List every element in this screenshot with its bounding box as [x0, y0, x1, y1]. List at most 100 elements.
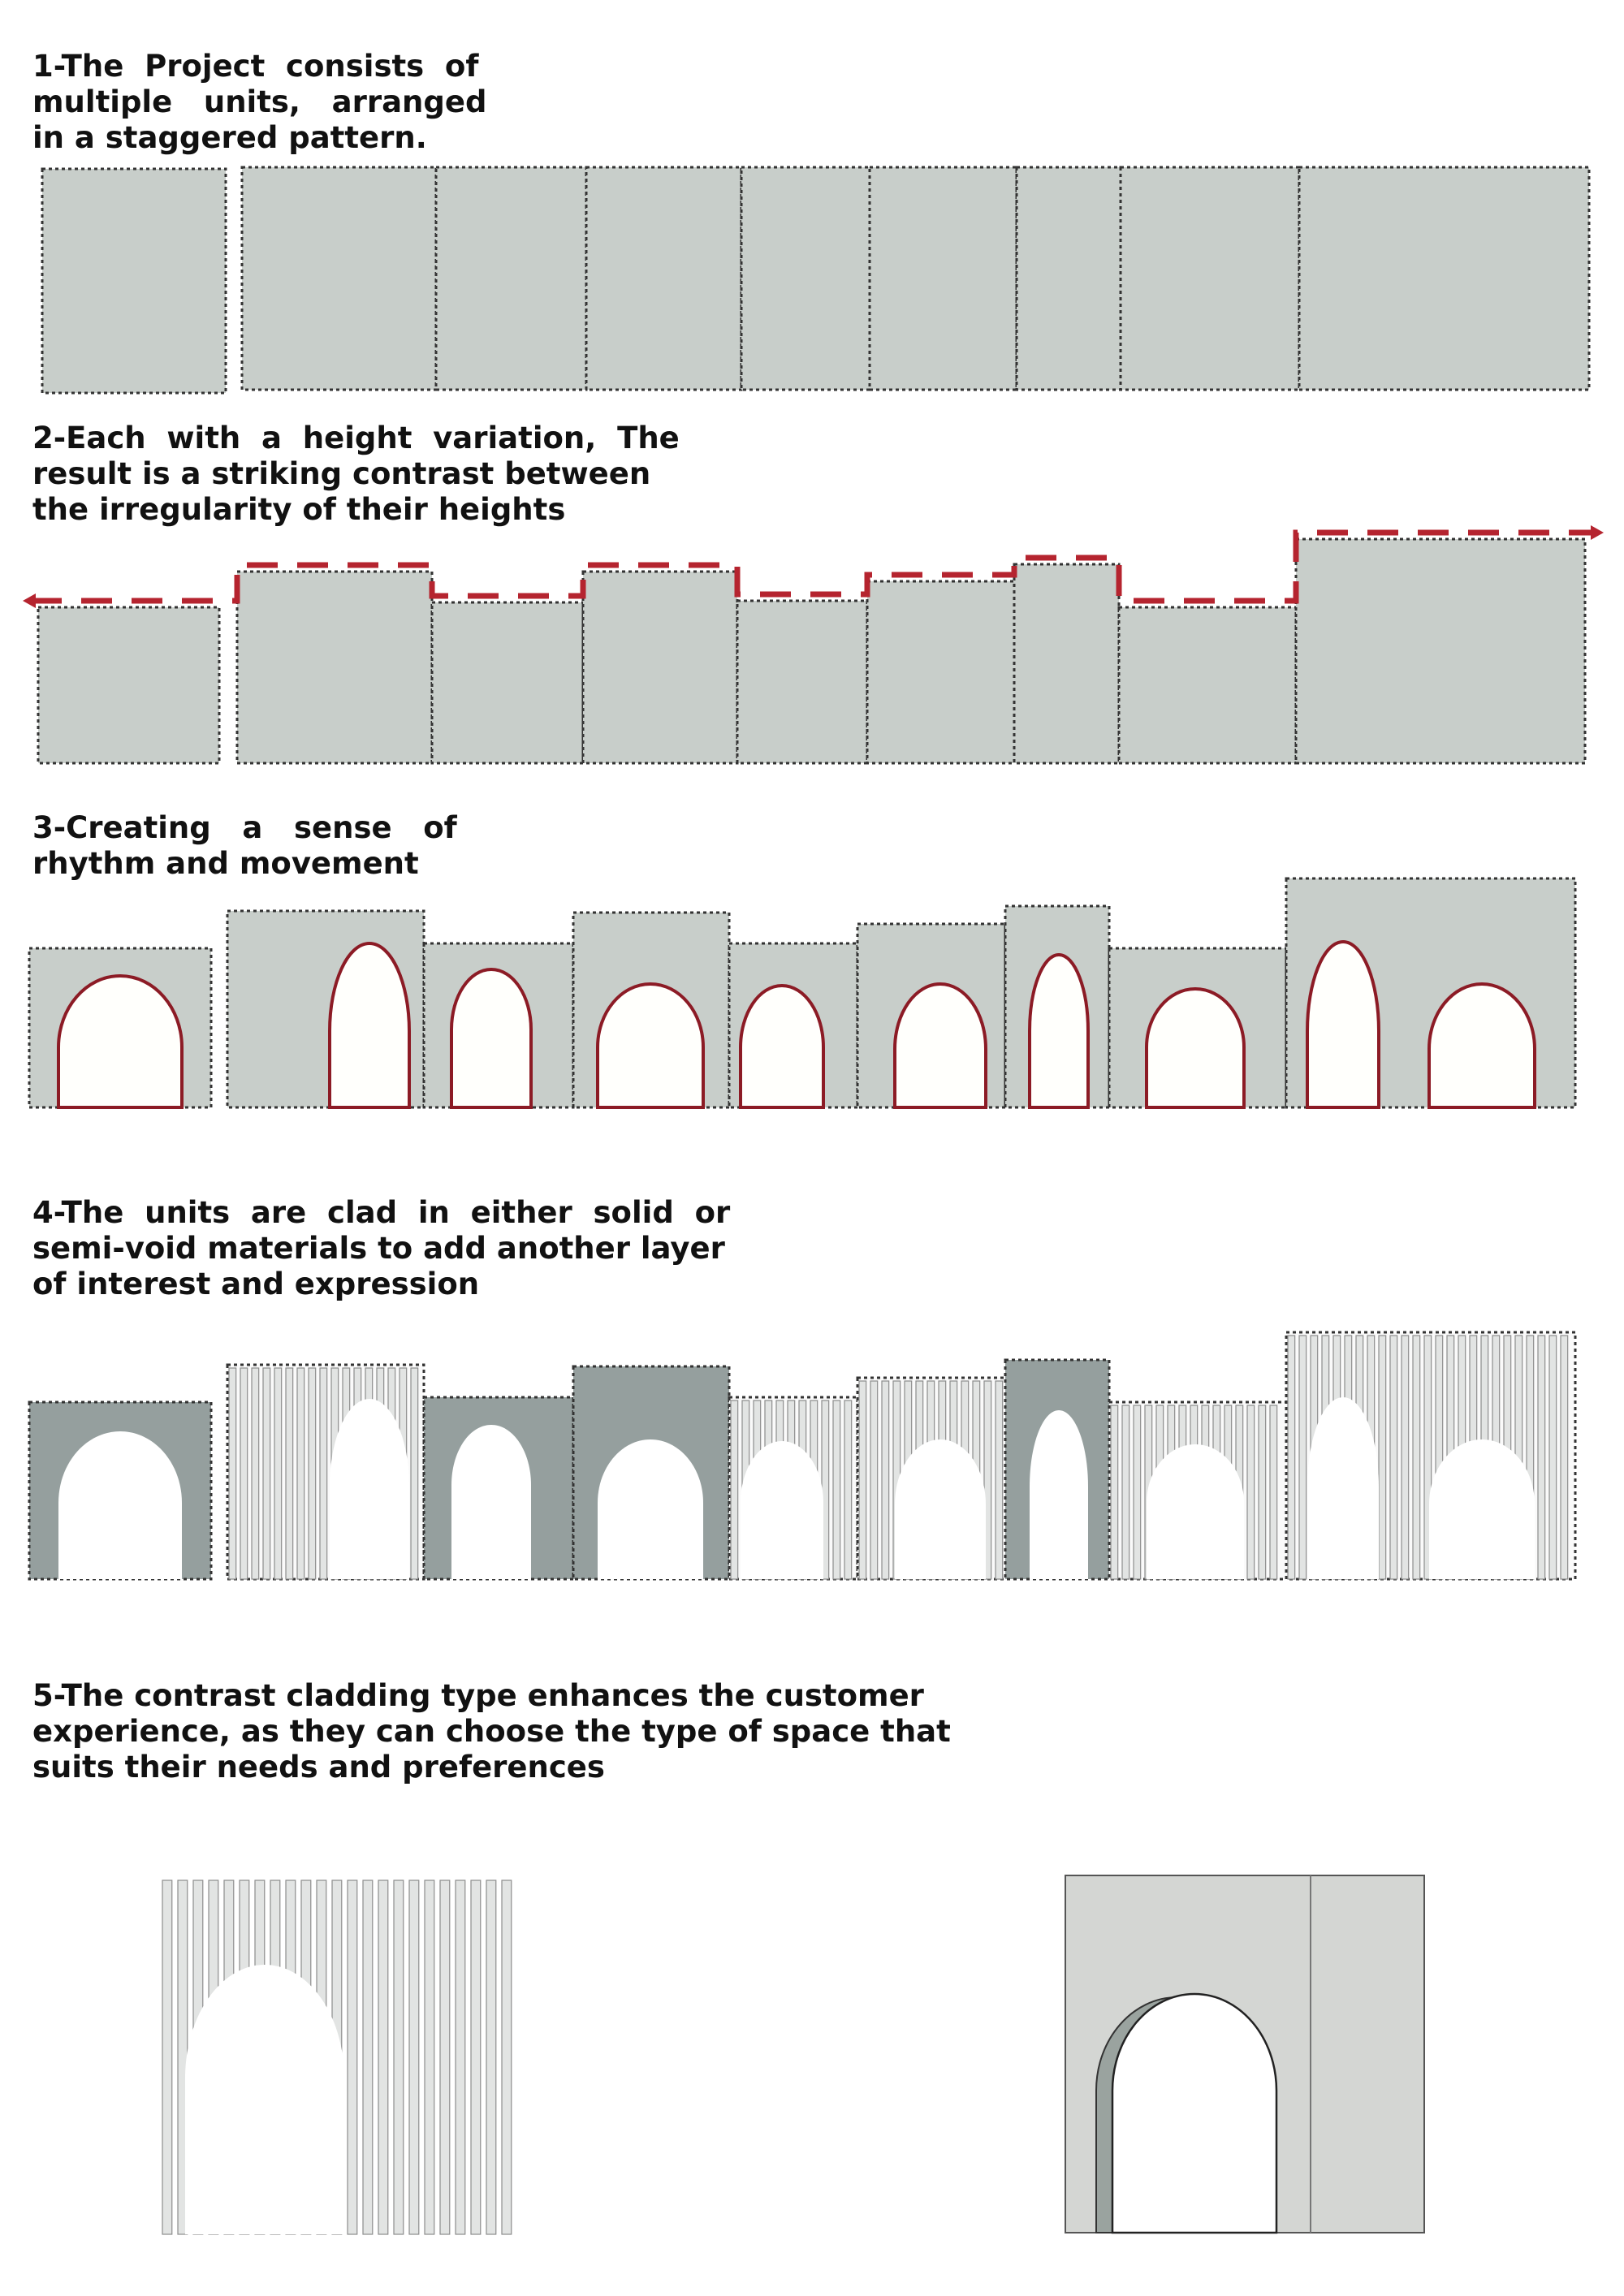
caption-line: experience, as they can choose the type …	[32, 1714, 951, 1749]
semi-void-clad-unit	[1108, 1400, 1288, 1581]
unit-box	[430, 601, 585, 765]
unit-box	[41, 167, 227, 395]
solid-clad-unit	[1004, 1358, 1111, 1581]
cladding-slat	[240, 1367, 248, 1580]
arch-opening	[1111, 1992, 1278, 2234]
unit-box	[1298, 166, 1591, 391]
unit-box	[240, 166, 438, 391]
cladding-slat	[1287, 1335, 1296, 1580]
unit-box	[1119, 166, 1301, 391]
cladding-slat	[730, 1400, 739, 1580]
cladding-slat	[1378, 1335, 1387, 1580]
arch-opening	[1427, 982, 1536, 1109]
unit-box	[1117, 606, 1298, 765]
cladding-slat	[844, 1400, 853, 1580]
caption-line: 4-The units are clad in either solid or	[32, 1195, 731, 1230]
cladding-slat	[1401, 1335, 1410, 1580]
arch-opening	[330, 1399, 409, 1579]
unit-box	[736, 599, 869, 765]
arched-unit	[572, 911, 731, 1109]
caption-line: the irregularity of their heights	[32, 492, 566, 527]
arch-opening	[1028, 952, 1090, 1109]
cladding-slat	[162, 1880, 173, 2235]
cladding-slat	[1246, 1405, 1255, 1580]
solid-unit-example	[1065, 1875, 1425, 2234]
solid-clad-unit	[28, 1400, 213, 1581]
arch-opening	[451, 1425, 531, 1579]
arch-opening	[1306, 939, 1380, 1109]
arch-opening	[739, 983, 825, 1109]
cladding-slat	[870, 1380, 879, 1580]
arrow-left-icon	[23, 593, 36, 608]
step-5-unit-examples	[162, 1875, 1425, 2235]
caption-line: 3-Creating a sense of	[32, 810, 457, 845]
cladding-slat	[1537, 1335, 1546, 1580]
arch-opening	[1429, 1439, 1535, 1579]
cladding-slat	[410, 1367, 419, 1580]
caption-line: 2-Each with a height variation, The	[32, 421, 680, 455]
arched-unit	[28, 947, 213, 1109]
unit-box	[740, 166, 871, 391]
cladding-slat	[347, 1880, 358, 2235]
arch-opening	[895, 1439, 986, 1579]
unit-box	[235, 570, 434, 765]
cladding-slat	[1389, 1335, 1398, 1580]
cladding-slat	[470, 1880, 482, 2235]
arch-opening	[1147, 1444, 1244, 1579]
unit-box	[1015, 166, 1122, 391]
arch-opening	[450, 967, 533, 1109]
arched-unit	[422, 942, 575, 1109]
arched-unit	[226, 909, 425, 1109]
cladding-slat	[455, 1880, 466, 2235]
caption-line: 5-The contrast cladding type enhances th…	[32, 1678, 924, 1713]
cladding-slat	[262, 1367, 271, 1580]
cladding-slat	[881, 1380, 890, 1580]
unit-box	[866, 580, 1016, 765]
arch-opening	[185, 1965, 344, 2234]
cladding-slat	[296, 1367, 305, 1580]
unit-box	[868, 166, 1018, 391]
step-4-cladding	[28, 1331, 1577, 1581]
cladding-slat	[1110, 1405, 1119, 1580]
cladding-slat	[1560, 1335, 1569, 1580]
semi-void-clad-unit	[226, 1363, 425, 1581]
arch-opening	[57, 973, 184, 1109]
step-4-caption: 4-The units are clad in either solid or …	[32, 1195, 730, 1302]
caption-line: 1-The Project consists of	[32, 49, 479, 84]
cladding-slat	[378, 1880, 389, 2235]
unit-box	[1013, 563, 1121, 765]
arched-unit	[1285, 877, 1577, 1109]
semi-void-clad-unit	[856, 1376, 1007, 1581]
cladding-slat	[1133, 1405, 1142, 1580]
semi-void-clad-unit	[728, 1396, 859, 1581]
caption-line: multiple units, arranged	[32, 84, 487, 119]
caption-line: suits their needs and preferences	[32, 1750, 605, 1785]
cladding-slat	[1121, 1405, 1130, 1580]
arch-opening	[598, 1439, 703, 1579]
unit-box	[585, 166, 743, 391]
step-3-arches-rhythm	[28, 877, 1577, 1109]
cladding-slat	[1548, 1335, 1557, 1580]
cladding-slat	[408, 1880, 420, 2235]
arch-opening	[596, 982, 705, 1109]
unit-box	[37, 606, 221, 765]
cladding-slat	[501, 1880, 512, 2235]
cladding-slat	[251, 1367, 260, 1580]
cladding-slat	[362, 1880, 374, 2235]
semi-void-clad-unit	[1285, 1331, 1577, 1581]
cladding-slat	[1258, 1405, 1267, 1580]
cladding-slat	[832, 1400, 841, 1580]
cladding-slat	[439, 1880, 451, 2235]
arch-opening	[328, 941, 411, 1109]
arch-opening	[1307, 1397, 1379, 1579]
unit-box	[1294, 537, 1587, 765]
step-1-caption: 1-The Project consists of multiple units…	[32, 49, 486, 156]
cladding-slat	[393, 1880, 404, 2235]
cladding-slat	[1412, 1335, 1421, 1580]
step-5-caption: 5-The contrast cladding type enhances th…	[32, 1678, 951, 1785]
height-profile-line	[31, 529, 1592, 604]
solid-clad-unit	[422, 1396, 575, 1581]
cladding-slat	[424, 1880, 435, 2235]
step-3-caption: 3-Creating a sense of rhythm and movemen…	[32, 810, 457, 882]
